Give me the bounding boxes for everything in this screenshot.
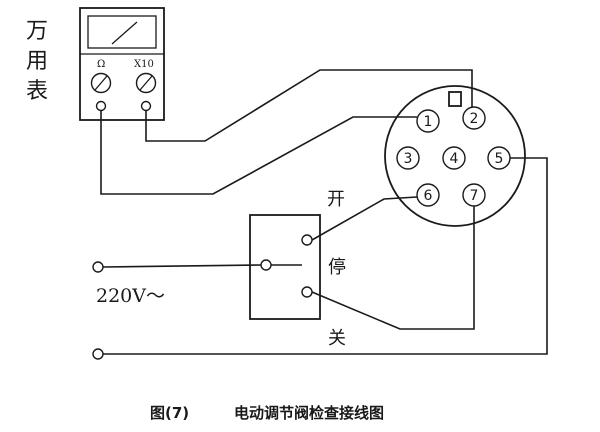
wire-meter-right-to-pin-2 (145, 69, 473, 142)
supply-terminal-bottom (92, 348, 104, 360)
ohm-knob-slot (94, 75, 108, 91)
socket-pin-6-label: 6 (424, 188, 433, 204)
figure-caption: 电动调节阀检查接线图 (234, 404, 384, 422)
switch-close-label: 关 (328, 328, 346, 349)
power-supply (92, 157, 548, 360)
socket-pin-6 (416, 183, 440, 207)
range-label: X10 (134, 59, 154, 70)
supply-voltage-label: 220V～ (96, 285, 165, 307)
socket-pin-4-label: 4 (450, 151, 459, 167)
wire-close-to-pin-7 (311, 206, 475, 330)
meter-display (87, 15, 157, 49)
socket-pin-2 (462, 106, 486, 130)
wire-meter-left-to-pin-1 (100, 111, 417, 195)
ohm-label: Ω (97, 59, 105, 70)
wire-supply-to-pin-5 (103, 157, 548, 355)
socket-pin-3 (396, 146, 420, 170)
socket: 1 2 3 4 5 6 7 (384, 85, 526, 227)
socket-pin-3-label: 3 (404, 151, 413, 167)
switch-open-label: 开 (327, 189, 345, 210)
wire-supply-to-common (102, 264, 262, 268)
meter-title-char-2: 用 (26, 49, 48, 74)
socket-pin-2-label: 2 (470, 111, 479, 127)
multimeter-body (79, 7, 165, 121)
meter-title-char-3: 表 (26, 79, 48, 104)
supply-terminal-top (92, 261, 104, 273)
multimeter: Ω X10 (79, 7, 165, 121)
figure-number: 图(7) (150, 404, 189, 422)
switch-stop-label: 停 (328, 257, 346, 278)
meter-terminal-right (140, 100, 152, 112)
selector-switch (249, 214, 321, 320)
switch-terminal-common (260, 259, 272, 271)
socket-pin-4 (442, 146, 466, 170)
socket-pin-7-label: 7 (470, 188, 479, 204)
switch-terminal-close (301, 286, 313, 298)
switch-terminal-open (301, 234, 313, 246)
range-knob-slot (139, 75, 153, 91)
socket-pin-5-label: 5 (495, 151, 504, 167)
switch-body (249, 214, 321, 320)
wire-open-to-pin-6 (311, 196, 418, 241)
meter-terminal-left (95, 100, 107, 112)
socket-key (448, 91, 462, 107)
meter-title-char-1: 万 (26, 19, 48, 44)
socket-pin-1-label: 1 (424, 114, 433, 130)
meter-needle (111, 21, 138, 45)
socket-pin-1 (416, 109, 440, 133)
